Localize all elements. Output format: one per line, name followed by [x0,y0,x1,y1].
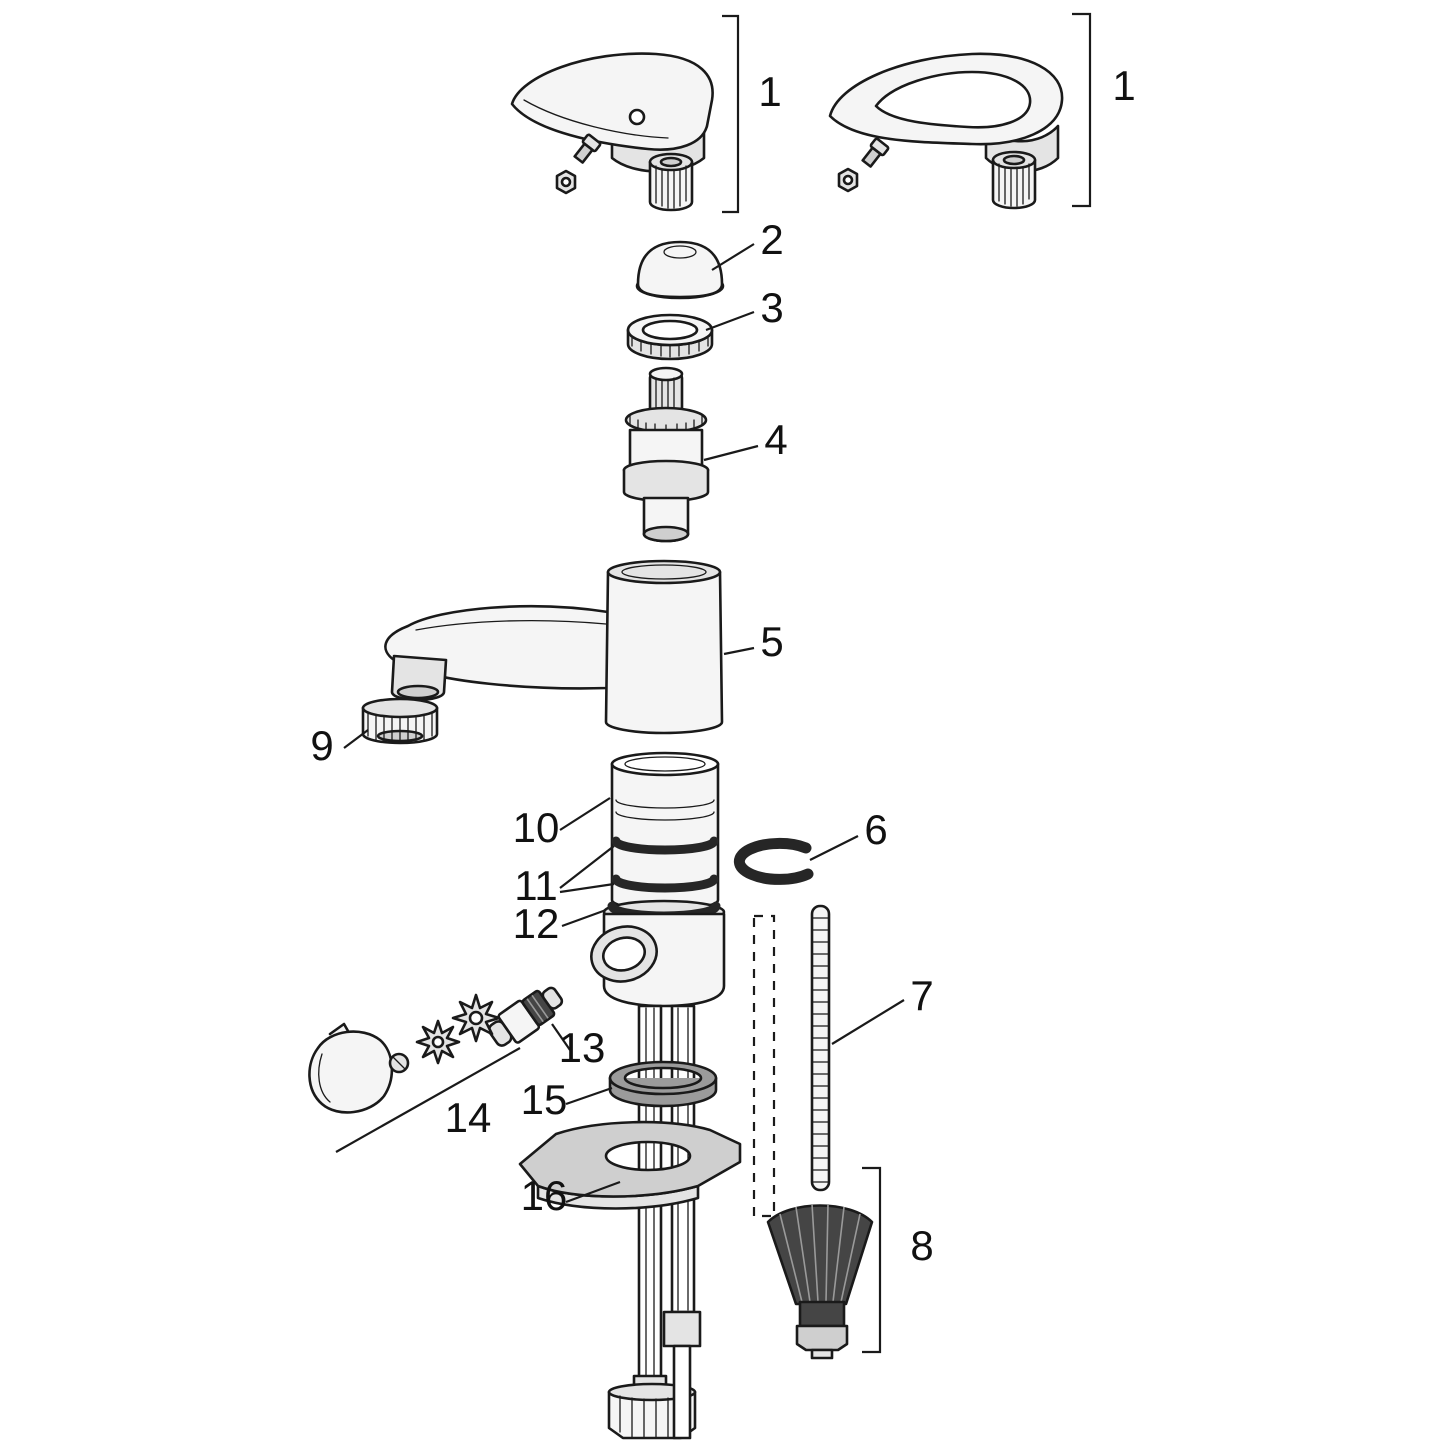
star-washer-large [451,993,501,1043]
callout-7: 7 [910,972,933,1019]
bracket-1-right [1072,12,1092,208]
o-ring-upper [611,836,719,855]
bracket-8 [862,1166,882,1354]
part-control-knob-assembly [308,993,501,1114]
callout-10: 10 [513,804,560,851]
callout-labels: 1 1 2 3 4 5 9 10 11 12 6 7 13 14 15 16 8 [310,62,1135,1269]
hose-fitting [662,1310,702,1348]
callout-13: 13 [559,1024,606,1071]
part-aerator [361,697,439,745]
hex-nut [837,167,859,193]
knob [308,1030,394,1114]
part-retaining-ring [626,313,714,361]
part-mixer-cartridge [622,366,710,543]
star-washer-small [415,1019,461,1065]
callout-12: 12 [513,900,560,947]
callout-1-right: 1 [1112,62,1135,109]
o-ring-middle [611,874,719,893]
handle-screw [573,133,602,164]
part-threaded-rod [810,904,831,1192]
callout-3: 3 [760,284,783,331]
part-lever-handle-solid [510,52,714,212]
callout-2: 2 [760,216,783,263]
part-dome-cover-cap [635,240,725,300]
part-body-lower-sleeve [590,751,726,1008]
callout-14: 14 [445,1094,492,1141]
callout-9: 9 [310,722,333,769]
bracket-1-left [722,14,740,214]
callout-4: 4 [764,416,787,463]
callout-11: 11 [514,862,558,909]
side-port [590,925,658,983]
knob-screw [388,1052,410,1074]
callout-5: 5 [760,618,783,665]
callout-6: 6 [864,806,887,853]
handle-screw [861,137,890,168]
callout-16: 16 [521,1172,568,1219]
leader-lines [335,12,1092,1354]
callout-1-left: 1 [758,68,781,115]
bracket-14 [335,1047,521,1153]
callout-8: 8 [910,1222,933,1269]
part-base-plate [518,1120,742,1210]
handle-screw-hole [628,108,646,126]
part-c-clip [733,837,814,885]
part-faucet-body-spout [384,559,724,735]
part-non-return-valve [487,986,564,1047]
adapter-sleeve [648,152,694,212]
hex-nut [555,169,577,195]
part-mounting-cone-nut [766,1203,874,1360]
part-lever-handle-loop [828,52,1064,210]
rod-position-guide [752,914,776,1218]
part-spacer-ring [608,1060,718,1108]
callout-15: 15 [521,1076,568,1123]
adapter-sleeve [991,150,1037,210]
